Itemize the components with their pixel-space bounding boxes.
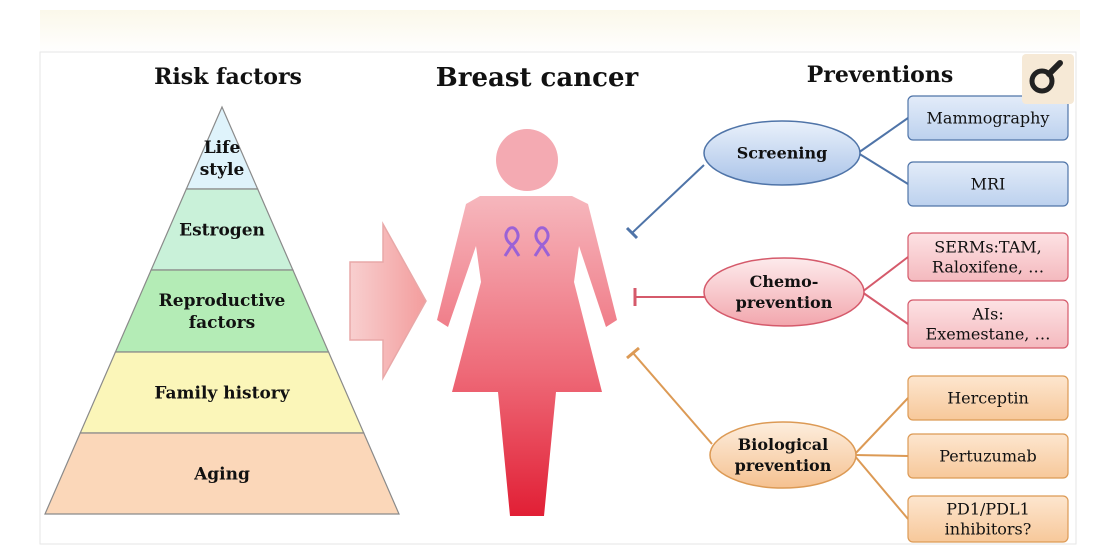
heading-risk-factors: Risk factors: [154, 64, 302, 90]
pyramid-level-reproductive-factors: [115, 270, 328, 352]
prevention-item-serms-tam-raloxifene: SERMs:TAM,Raloxifene, …: [932, 238, 1044, 277]
pyramid-label-estrogen: Estrogen: [179, 220, 265, 240]
prevention-item-pertuzumab: Pertuzumab: [939, 447, 1037, 466]
heading-breast-cancer: Breast cancer: [436, 63, 639, 93]
screening-node-label: Screening: [737, 144, 828, 163]
magnifier-icon: [1022, 54, 1074, 104]
pyramid-label-aging: Aging: [193, 464, 250, 484]
heading-preventions: Preventions: [807, 62, 953, 88]
chemo-node: [704, 258, 864, 326]
prevention-item-mri: MRI: [971, 175, 1006, 194]
prevention-item-herceptin: Herceptin: [947, 389, 1029, 408]
pyramid-label-family-history: Family history: [154, 383, 290, 403]
biological-branch-line: [854, 455, 908, 456]
zoom-button[interactable]: [1022, 54, 1074, 104]
biological-node: [710, 422, 856, 488]
prevention-item-mammography: Mammography: [927, 109, 1050, 128]
